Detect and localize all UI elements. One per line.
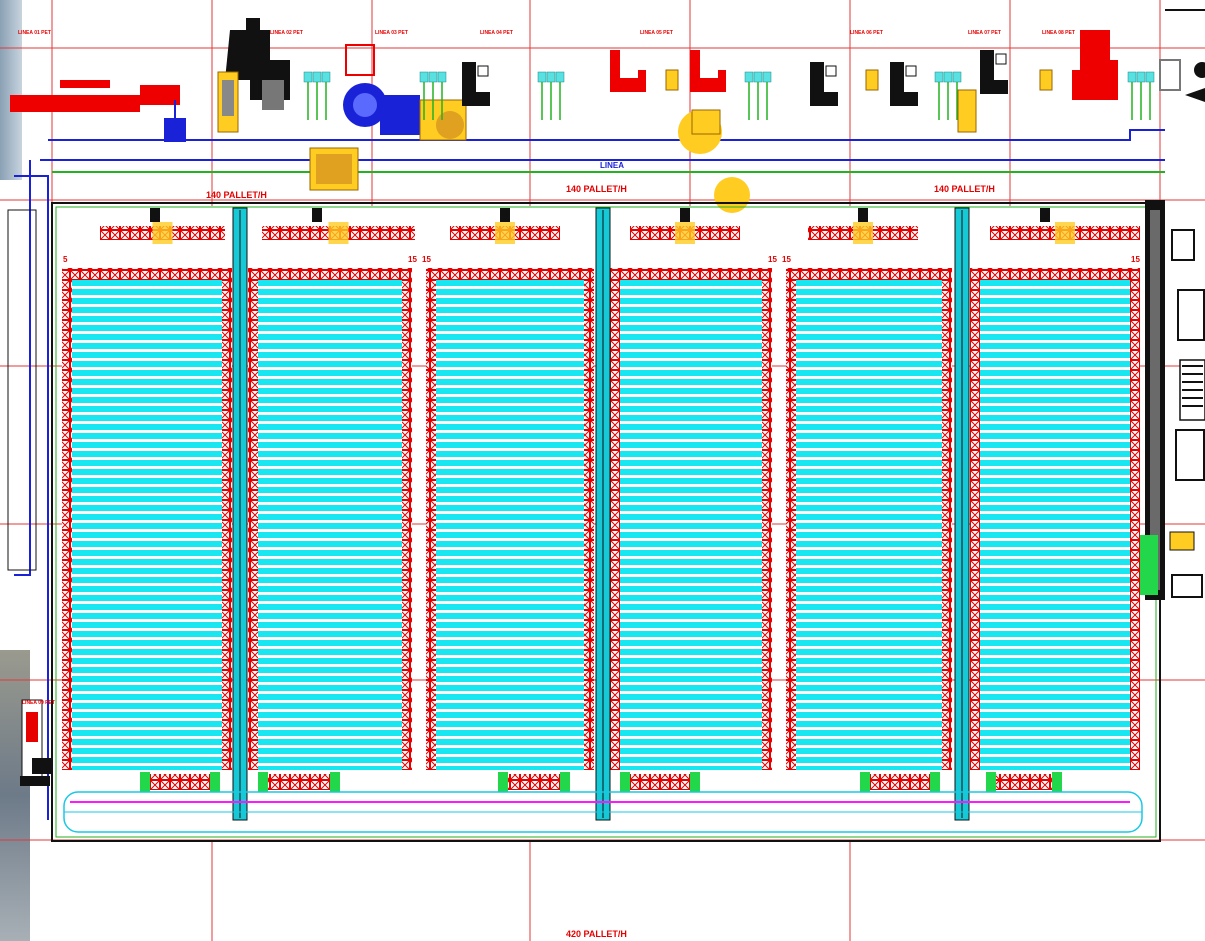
rack-frame (248, 280, 258, 770)
throughput-label-bottom: 420 PALLET/H (566, 929, 627, 939)
side-number-left: 5 (63, 255, 68, 264)
rack-frame (222, 280, 232, 770)
rack-frame (402, 280, 412, 770)
capper-black (810, 62, 838, 106)
storage-lanes (248, 280, 412, 770)
labeler-yellow (714, 177, 750, 213)
background-photo-strip-top (0, 0, 22, 180)
aisle-number-3: 15 (768, 255, 777, 264)
machine-yellow (1039, 69, 1053, 91)
throughput-label-left: 140 PALLET/H (206, 190, 267, 200)
capper-black (462, 62, 490, 106)
rack-frame (62, 280, 72, 770)
rack-header (248, 268, 412, 280)
bottle-rinser (934, 71, 962, 120)
rack-frame (786, 280, 796, 770)
rack-block (786, 268, 952, 770)
rack-block (970, 268, 1140, 770)
rack-block (248, 268, 412, 770)
production-conveyors (14, 129, 1165, 820)
background-photo-strip-bottom (0, 650, 30, 941)
rack-frame (942, 280, 952, 770)
rack-block (610, 268, 772, 770)
rack-header (970, 268, 1140, 280)
machine-yellow (865, 69, 879, 91)
infeed-station (630, 208, 740, 244)
outfeed-station (140, 772, 220, 792)
rack-header (786, 268, 952, 280)
rack-header (610, 268, 772, 280)
line-labels: LINEA 01 PET LINEA 02 PET LINEA 03 PET LINE… (18, 30, 1075, 36)
line-label: LINEA 05 PET (640, 30, 673, 36)
infeed-station (100, 208, 225, 244)
bottle-rinser (303, 71, 331, 120)
conveyor-label: LINEA (600, 161, 624, 170)
storage-lanes (610, 280, 772, 770)
infeed-station (808, 208, 918, 244)
rack-frame (584, 280, 594, 770)
rack-block (62, 268, 232, 770)
line-label: LINEA 08 PET (1042, 30, 1075, 36)
transfer-loop (63, 791, 1143, 833)
line-label: LINEA 07 PET (968, 30, 1001, 36)
capper-black (890, 62, 918, 106)
machine-yellow (691, 109, 721, 135)
machine-blue (164, 118, 186, 142)
rack-frame (970, 280, 980, 770)
rack-block (426, 268, 594, 770)
storage-lanes (786, 280, 952, 770)
line-label: LINEA 02 PET (270, 30, 303, 36)
rack-header (426, 268, 594, 280)
throughput-label-middle: 140 PALLET/H (566, 184, 627, 194)
palletizer-red (1072, 30, 1118, 100)
rack-frame (610, 280, 620, 770)
capper-red (610, 50, 646, 92)
infeed-station (450, 208, 560, 244)
machine-yellow (957, 89, 977, 133)
capper-black (980, 50, 1008, 94)
rack-frame (1130, 280, 1140, 770)
outfeed-station (620, 772, 700, 792)
infeed-station (990, 208, 1140, 244)
rack-frame (426, 280, 436, 770)
rack-frame (762, 280, 772, 770)
storage-lanes (970, 280, 1140, 770)
aisle-number-1: 15 (408, 255, 417, 264)
palletizer-red (10, 85, 180, 112)
outfeed-station (860, 772, 940, 792)
line-label: LINEA 01 PET (18, 30, 51, 36)
left-side-equipment: LINEA 09 PET (7, 209, 55, 786)
bottle-rinser (1127, 71, 1155, 120)
outfeed-station (258, 772, 340, 792)
capper-red (690, 50, 726, 92)
rack-header (62, 268, 232, 280)
bottle-rinser (419, 71, 447, 120)
outfeed-station (986, 772, 1062, 792)
infeed-station (262, 208, 415, 244)
aisle-number-4: 15 (782, 255, 791, 264)
machine-frame-red (345, 44, 375, 76)
throughput-label-right: 140 PALLET/H (934, 184, 995, 194)
aisle-number-2: 15 (422, 255, 431, 264)
right-side-equipment (1140, 9, 1205, 600)
side-number-right: 15 (1131, 255, 1140, 264)
svg-text:LINEA 09 PET: LINEA 09 PET (22, 700, 55, 706)
storage-lanes (426, 280, 594, 770)
storage-lanes (62, 280, 232, 770)
bottle-rinser (537, 71, 565, 120)
filling-lines (10, 18, 1181, 213)
machine-yellow (665, 69, 679, 91)
line-label: LINEA 06 PET (850, 30, 883, 36)
line-label: LINEA 03 PET (375, 30, 408, 36)
bottle-rinser (744, 71, 772, 120)
outfeed-station (498, 772, 570, 792)
rack-blocks (62, 207, 1140, 821)
line-label: LINEA 04 PET (480, 30, 513, 36)
